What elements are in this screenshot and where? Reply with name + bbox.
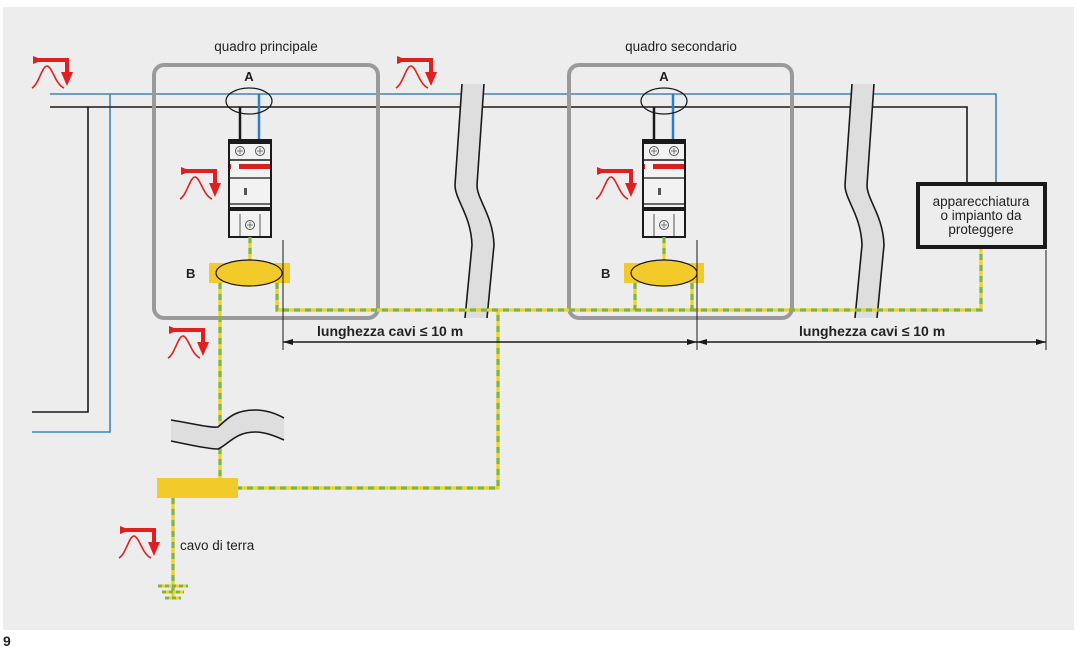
equipment-label-line3: proteggere bbox=[948, 222, 1013, 237]
cable-length-label: lunghezza cavi ≤ 10 m bbox=[317, 323, 463, 339]
point-b-label: B bbox=[601, 266, 610, 281]
surge-pulse-arrow-icon bbox=[178, 165, 223, 201]
connection-point-a bbox=[640, 87, 688, 115]
phase-wire bbox=[32, 106, 968, 413]
protected-equipment-box bbox=[916, 182, 1047, 249]
surge-protective-device-icon bbox=[642, 139, 686, 238]
surge-pulse-arrow-icon bbox=[394, 54, 439, 90]
cable-break-icon bbox=[454, 83, 495, 319]
connection-point-b bbox=[215, 259, 283, 287]
point-a-label: A bbox=[244, 69, 254, 84]
equipment-label-line1: apparecchiatura bbox=[933, 194, 1030, 209]
dimension-lines bbox=[282, 240, 1047, 350]
secondary-panel-title: quadro secondario bbox=[625, 39, 737, 54]
cable-length-label: lunghezza cavi ≤ 10 m bbox=[799, 323, 945, 339]
surge-protective-device-icon bbox=[228, 139, 272, 238]
connection-point-a bbox=[225, 87, 273, 115]
surge-pulse-arrow-icon bbox=[30, 54, 75, 90]
equipment-label-line2: o impianto da bbox=[940, 208, 1022, 223]
surge-pulse-arrow-icon bbox=[166, 324, 211, 360]
secondary-panel-box bbox=[567, 63, 794, 320]
main-panel-title: quadro principale bbox=[214, 39, 318, 54]
earth-ground-icon bbox=[158, 584, 188, 600]
point-b-label: B bbox=[186, 266, 195, 281]
surge-pulse-arrow-icon bbox=[117, 524, 162, 560]
main-earth-bar bbox=[157, 478, 238, 498]
point-a-label: A bbox=[659, 69, 669, 84]
cable-break-icon bbox=[844, 83, 885, 319]
main-panel-box bbox=[152, 63, 380, 320]
neutral-wire bbox=[32, 93, 997, 433]
earth-cable-label: cavo di terra bbox=[180, 538, 255, 553]
surge-pulse-arrow-icon bbox=[594, 165, 639, 201]
connection-point-b bbox=[630, 259, 698, 287]
figure-number: 9 bbox=[3, 633, 11, 649]
cable-break-icon bbox=[170, 409, 285, 450]
